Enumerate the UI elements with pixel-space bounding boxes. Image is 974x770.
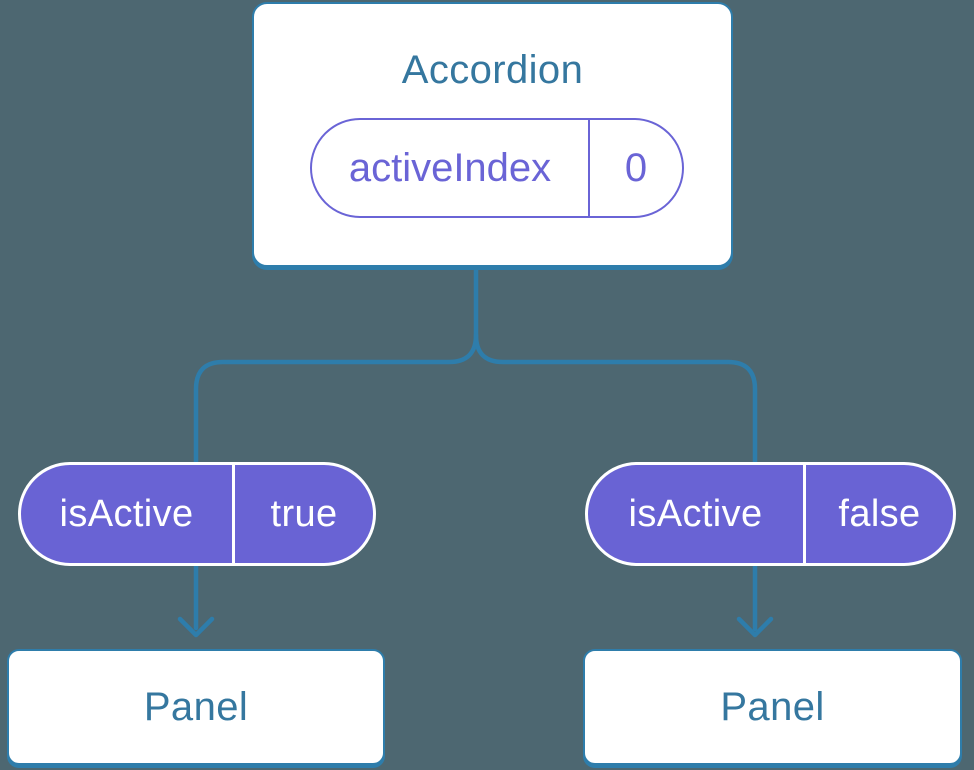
panel-title: Panel <box>720 684 825 729</box>
state-name: activeIndex <box>312 120 590 216</box>
prop-value: true <box>270 492 338 535</box>
panel-title: Panel <box>143 684 249 729</box>
prop-value: false <box>838 492 921 535</box>
prop-pill: isActive true <box>18 462 376 566</box>
panel-component-box: Panel <box>583 649 962 765</box>
arrow-down-icon <box>736 616 774 638</box>
panel-component-box: Panel <box>7 649 385 765</box>
accordion-title: Accordion <box>401 48 584 92</box>
prop-pill: isActive false <box>585 462 956 566</box>
state-value: 0 <box>624 145 648 190</box>
arrow-down-icon <box>177 616 215 638</box>
prop-name: isActive <box>21 465 235 563</box>
connector-left-branch <box>193 261 479 631</box>
accordion-component-box: Accordion activeIndex 0 <box>252 2 733 267</box>
prop-name: isActive <box>588 465 806 563</box>
connector-right-branch <box>473 332 758 632</box>
state-pill: activeIndex 0 <box>310 118 684 218</box>
